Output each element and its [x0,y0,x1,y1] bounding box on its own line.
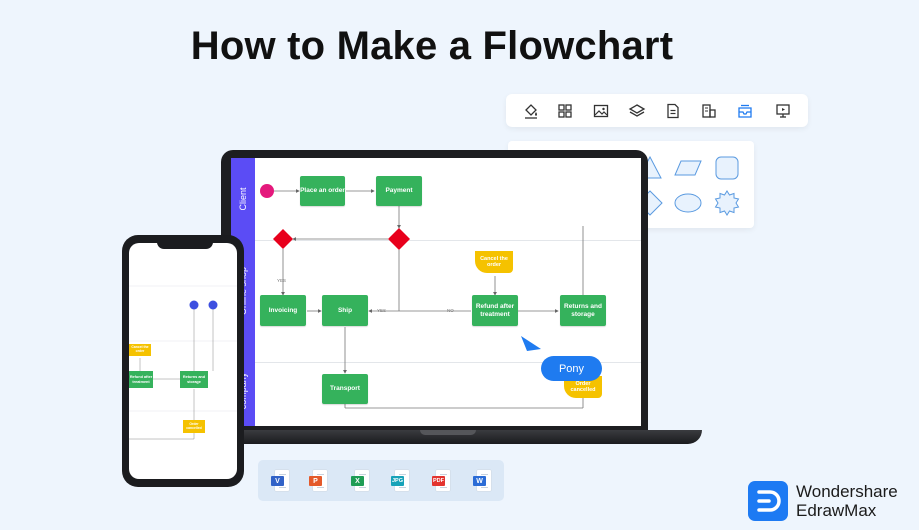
shape-rounded-square-2[interactable] [713,154,741,182]
phone-connectors [129,285,237,440]
document-icon[interactable] [664,102,682,120]
export-formats-bar: V P X JPG PDF W [258,460,504,501]
export-powerpoint-icon[interactable]: P [309,470,327,492]
start-node [260,184,274,198]
decision-node [388,228,410,250]
phone-node-returns[interactable]: Returns and storage [180,371,208,388]
brand-line-1: Wondershare [796,482,898,501]
presentation-icon[interactable] [774,102,792,120]
laptop-notch [420,430,476,435]
brand-name: Wondershare EdrawMax [796,482,898,520]
edge-label-yes: YES [277,278,287,283]
phone-canvas[interactable]: Cancel the order Refund after treatment … [129,243,237,479]
node-transport[interactable]: Transport [322,374,368,404]
lane-divider [255,240,641,241]
image-icon[interactable] [592,102,610,120]
decision-node [273,229,293,249]
export-pdf-icon[interactable]: PDF [432,470,450,492]
note-cancel-order[interactable]: Cancel the order [475,251,513,273]
node-refund[interactable]: Refund after treatment [472,295,518,326]
export-excel-icon[interactable]: X [351,470,369,492]
paint-bucket-icon[interactable] [522,102,540,120]
inbox-icon[interactable] [736,102,754,120]
collaborator-name-tag: Pony [541,356,602,381]
export-word-icon[interactable]: W [473,470,491,492]
laptop-canvas[interactable]: Client Online shop company Place an orde… [231,158,641,426]
lane-divider [255,362,641,363]
node-returns[interactable]: Returns and storage [560,295,606,326]
node-ship[interactable]: Ship [322,295,368,326]
collaborator-cursor-icon [521,336,541,351]
grid-icon[interactable] [556,102,574,120]
phone-notch [157,240,213,249]
flowchart-connectors [260,184,584,409]
page-title: How to Make a Flowchart [190,24,674,68]
shape-starburst[interactable] [713,189,741,217]
format-toolbar [506,94,808,127]
export-visio-icon[interactable]: V [271,470,289,492]
phone-node-dot [208,300,218,310]
node-place-order[interactable]: Place an order [300,176,345,206]
phone-node-refund[interactable]: Refund after treatment [129,371,153,388]
layers-icon[interactable] [628,102,646,120]
node-payment[interactable]: Payment [376,176,422,206]
edrawmax-logo-icon [748,481,788,521]
shape-parallelogram[interactable] [674,154,702,182]
node-invoicing[interactable]: Invoicing [260,295,306,326]
edge-label-yes: YES [377,308,387,313]
laptop-base [200,430,702,444]
building-icon[interactable] [700,102,718,120]
brand-line-2: EdrawMax [796,501,877,520]
edge-label-no: NO [447,308,454,313]
shape-ellipse[interactable] [674,189,702,217]
phone-note-cancel[interactable]: Cancel the order [129,344,151,356]
phone-note-cancelled[interactable]: Order cancelled [183,420,205,433]
phone-node-dot [189,300,199,310]
export-jpg-icon[interactable]: JPG [391,470,409,492]
note-order-cancelled[interactable]: Order cancelled [564,376,602,398]
